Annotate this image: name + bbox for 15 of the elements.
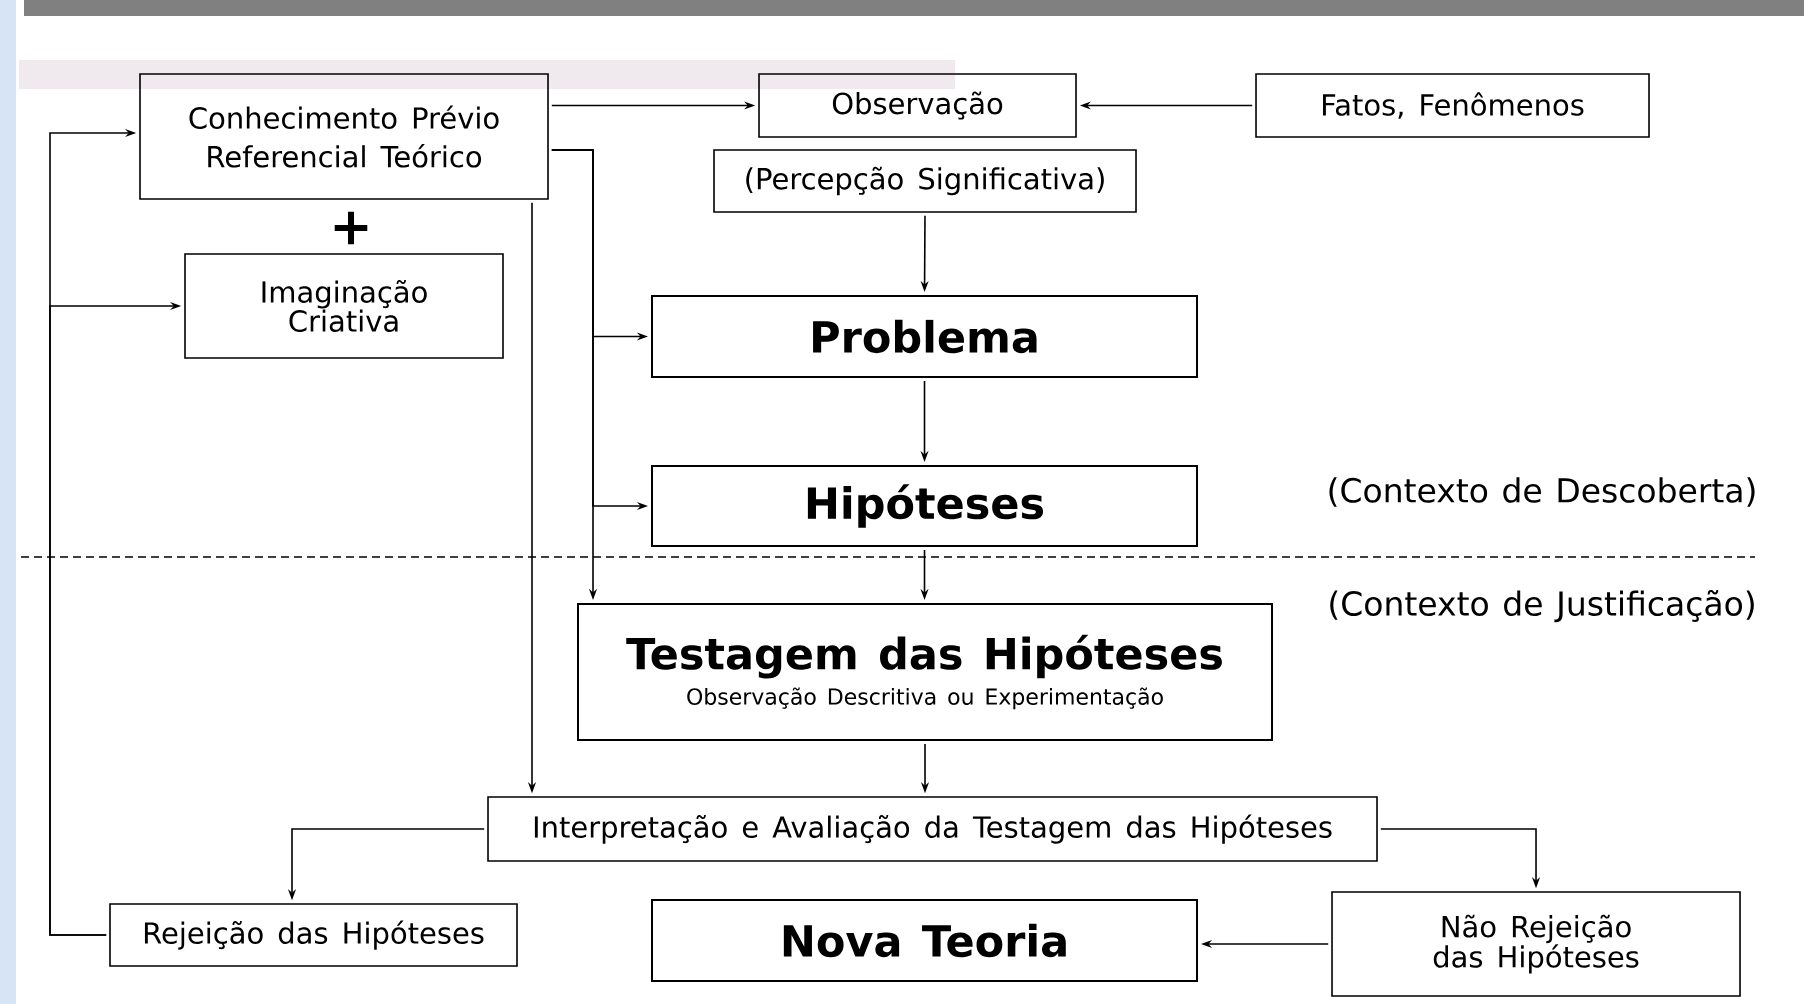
process-box: Conhecimento Prévio Referencial Teórico — [139, 73, 549, 200]
process-box: Observação — [758, 73, 1077, 138]
process-box: Hipóteses — [651, 465, 1198, 547]
process-box: Imaginação Criativa — [184, 253, 504, 359]
plus-sign: + — [334, 211, 368, 245]
process-box: Problema — [651, 295, 1198, 378]
process-box: Testagem das Hipóteses Observação Descritiva ou Experimentação — [577, 603, 1273, 741]
process-box: Fatos, Fenômenos — [1255, 73, 1650, 138]
context-label: (Contexto de Justificação) — [1330, 589, 1754, 623]
process-box: Rejeição das Hipóteses — [109, 903, 518, 967]
process-box: Interpretação e Avaliação da Testagem das Hipóteses — [487, 796, 1378, 862]
process-box: Não Rejeição das Hipóteses — [1331, 891, 1741, 997]
process-box: Nova Teoria — [651, 899, 1198, 982]
process-box: (Percepção Significativa) — [713, 149, 1137, 213]
context-label: (Contexto de Descoberta) — [1329, 477, 1755, 507]
